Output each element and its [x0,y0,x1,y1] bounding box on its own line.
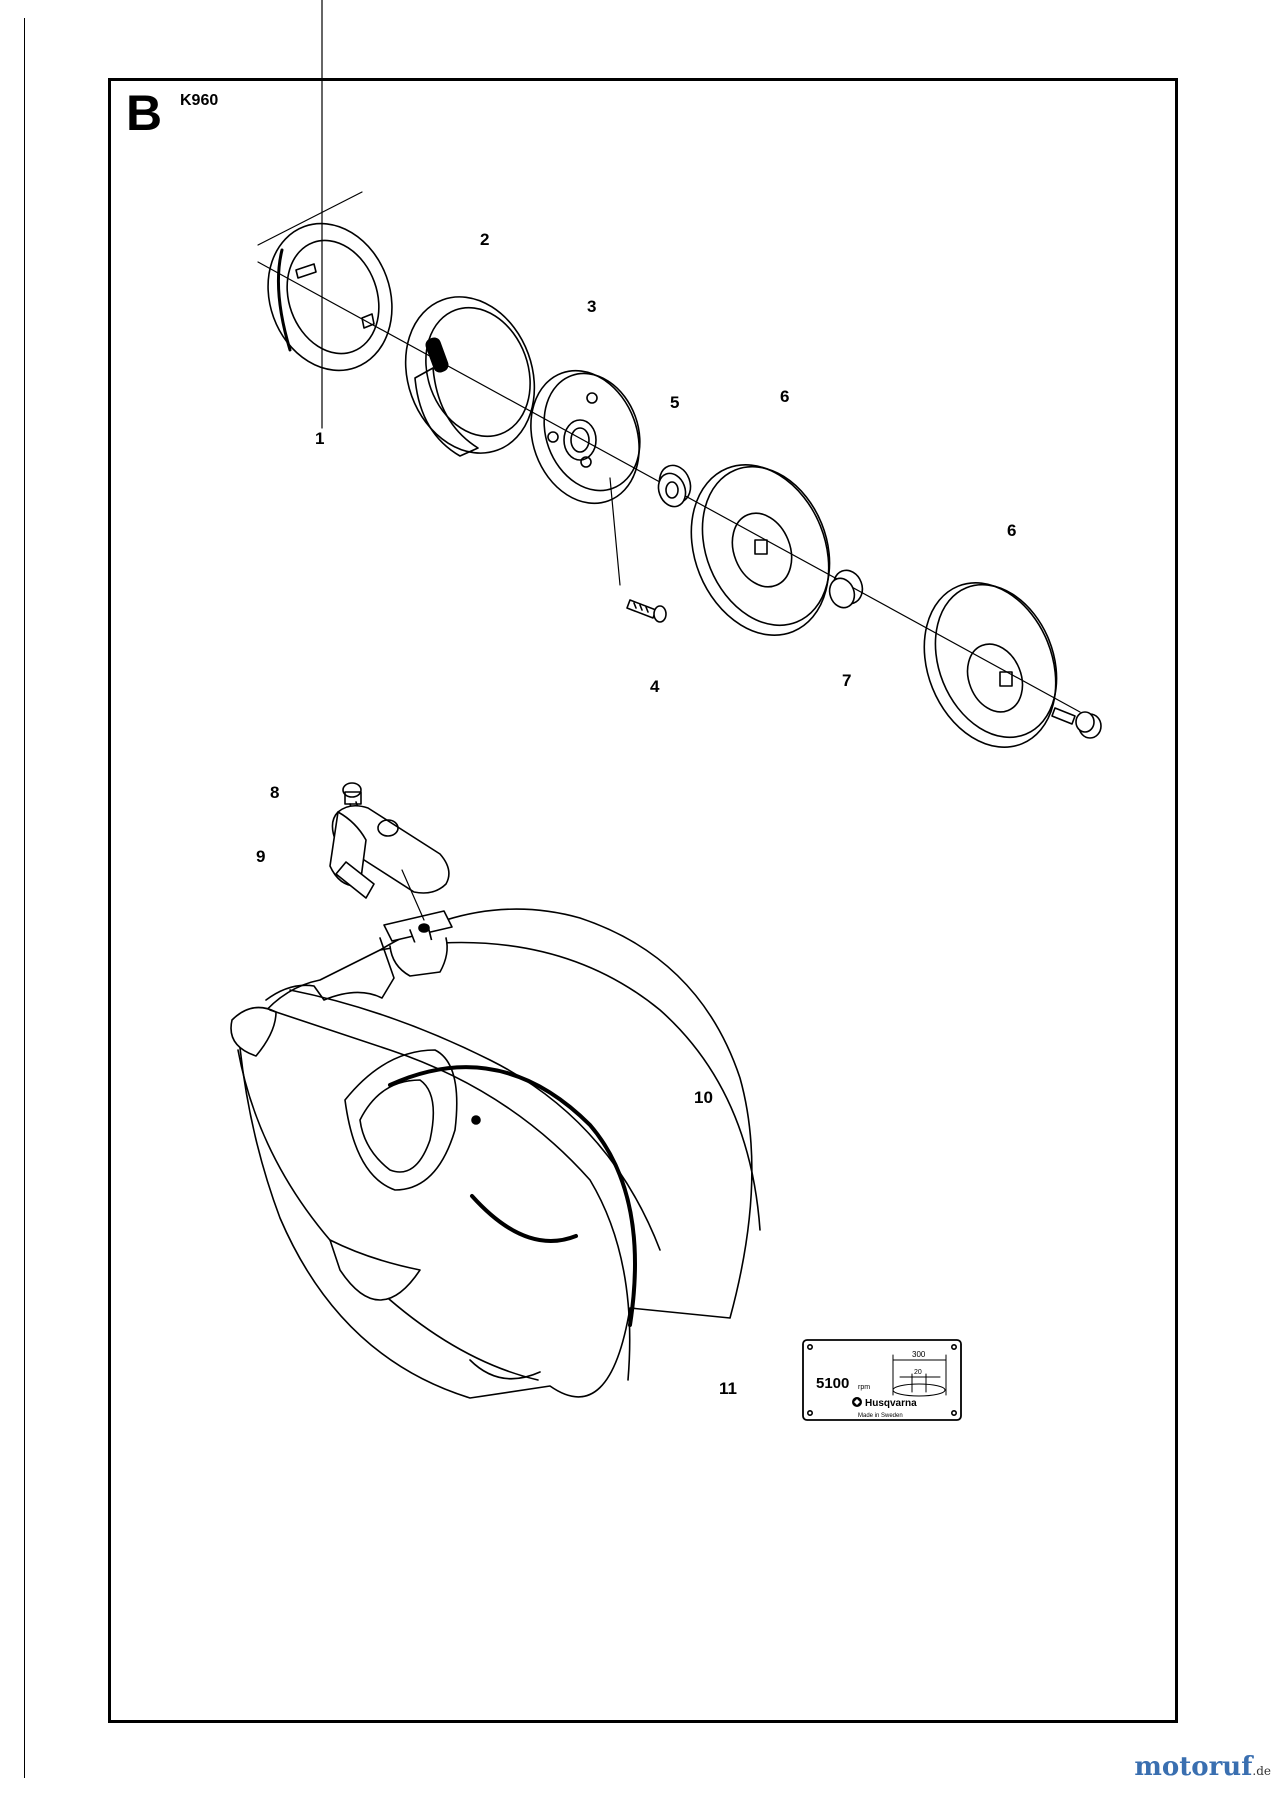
callout-10: 10 [694,1088,713,1107]
part-9-guard-handle [329,804,450,899]
callout-2: 2 [480,230,489,249]
model-label: K960 [180,92,219,109]
plate-origin: Made in Sweden [858,1413,903,1419]
page-margin-line [24,18,25,1778]
part-1-lock-ring [267,222,393,372]
motoruf-logo: motoruf.de [1134,1752,1271,1782]
arbor-bolt [1051,707,1102,739]
part-11-rating-plate [802,1339,962,1421]
callout-4: 4 [650,677,660,696]
part-7-adapter-ring [828,569,864,609]
shaft-axis-lines [257,191,1081,713]
part-6-blade-washer-outer [923,582,1058,748]
callout-11: 11 [719,1379,737,1398]
plate-rpm-unit: rpm [858,1384,870,1391]
part-4-screw [626,599,667,623]
husqvarna-crown-icon [852,1397,862,1407]
plate-brand: Husqvarna [865,1398,917,1409]
callout-7: 7 [842,671,851,690]
plate-dim-outer: 300 [912,1350,926,1359]
watermark-text: motoruf [1134,1752,1253,1782]
watermark-suffix: .de [1252,1764,1271,1778]
callout-1: 1 [315,429,324,448]
part-2-flange-collar [404,296,536,457]
callout-6-first: 6 [780,387,789,406]
callout-6-second: 6 [1007,521,1016,540]
callout-8: 8 [270,783,279,802]
callout-9: 9 [256,847,265,866]
plate-rpm-value: 5100 [816,1375,849,1392]
part-10-blade-guard [230,869,761,1399]
callout-5: 5 [670,393,679,412]
section-letter: B [126,85,163,141]
part-6-blade-washer-inner [690,464,831,636]
callout-3: 3 [587,297,596,316]
diagram-frame [108,78,1178,1723]
rating-plate-text: 5100 rpm 300 20 Husqvarna Made in Sweden [816,1350,926,1419]
part-5-bushing [657,464,692,508]
part-3-drive-washer [530,369,641,505]
callout-labels: 1 2 3 4 5 6 6 7 8 9 10 11 [256,230,1016,1398]
plate-dim-inner: 20 [914,1369,922,1376]
